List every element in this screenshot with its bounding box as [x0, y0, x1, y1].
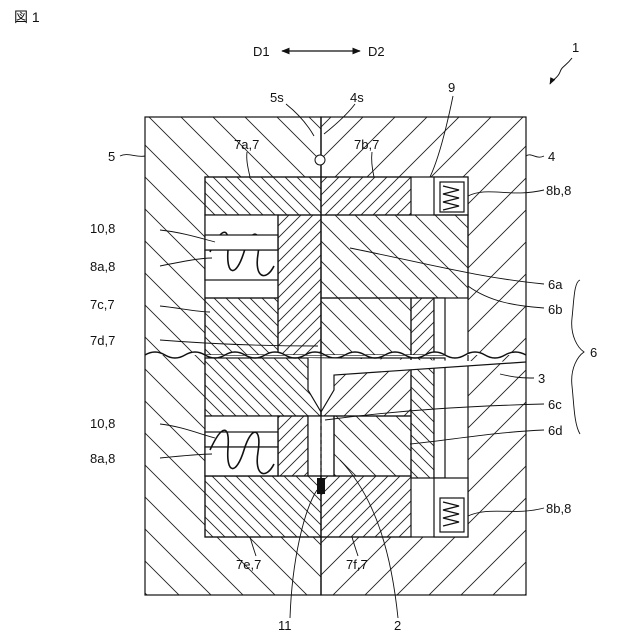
workpiece-6b-edge [411, 298, 434, 355]
workpiece-6b [321, 298, 411, 355]
gap-9-lower [434, 358, 445, 478]
leader-assembly [550, 58, 572, 84]
label-part-6a: 6a [548, 277, 563, 292]
label-part-6b: 6b [548, 302, 562, 317]
label-die-right-surface: 4s [350, 90, 364, 105]
label-workpiece: 6 [590, 345, 597, 360]
workpiece-6d-edge [411, 358, 434, 478]
gap-9-upper [434, 298, 445, 355]
direction-label-d1: D1 [253, 44, 270, 59]
label-marker-11: 11 [278, 618, 292, 633]
workpiece-6d [334, 416, 411, 476]
direction-label-d2: D2 [368, 44, 385, 59]
label-pin-10-upper: 10,8 [90, 221, 115, 236]
label-pin-10-lower: 10,8 [90, 416, 115, 431]
label-block-7a: 7a,7 [234, 137, 259, 152]
label-die-left-surface: 5s [270, 90, 284, 105]
label-block-7e: 7e,7 [236, 557, 261, 572]
label-die-left: 5 [108, 149, 115, 164]
figure-title: 図 1 [14, 9, 40, 25]
label-gap-9: 9 [448, 80, 455, 95]
label-block-7f: 7f,7 [346, 557, 368, 572]
die-surface-mark [315, 155, 325, 165]
label-part-6c: 6c [548, 397, 562, 412]
block-7a [205, 177, 321, 215]
label-block-7d: 7d,7 [90, 333, 115, 348]
label-spring-8b-upper: 8b,8 [546, 183, 571, 198]
block-lower-left-large [205, 358, 321, 416]
block-7d-upper [278, 215, 321, 355]
label-assembly: 1 [572, 40, 579, 55]
block-7e [205, 476, 321, 537]
label-crack: 2 [394, 618, 401, 633]
block-7c-lower [205, 298, 278, 355]
label-spring-8b-lower: 8b,8 [546, 501, 571, 516]
spring-8b-lower-housing [440, 498, 464, 532]
block-7b [321, 177, 411, 215]
block-7f [321, 476, 411, 537]
label-spring-8a-lower: 8a,8 [90, 451, 115, 466]
label-part-6d: 6d [548, 423, 562, 438]
label-die-right: 4 [548, 149, 555, 164]
block-lower-mid-column [278, 416, 308, 476]
label-spring-8a-upper: 8a,8 [90, 259, 115, 274]
label-block-7b: 7b,7 [354, 137, 379, 152]
pin-10-upper [205, 235, 278, 250]
workpiece-6a [321, 215, 468, 298]
label-notch: 3 [538, 371, 545, 386]
label-block-7c: 7c,7 [90, 297, 115, 312]
